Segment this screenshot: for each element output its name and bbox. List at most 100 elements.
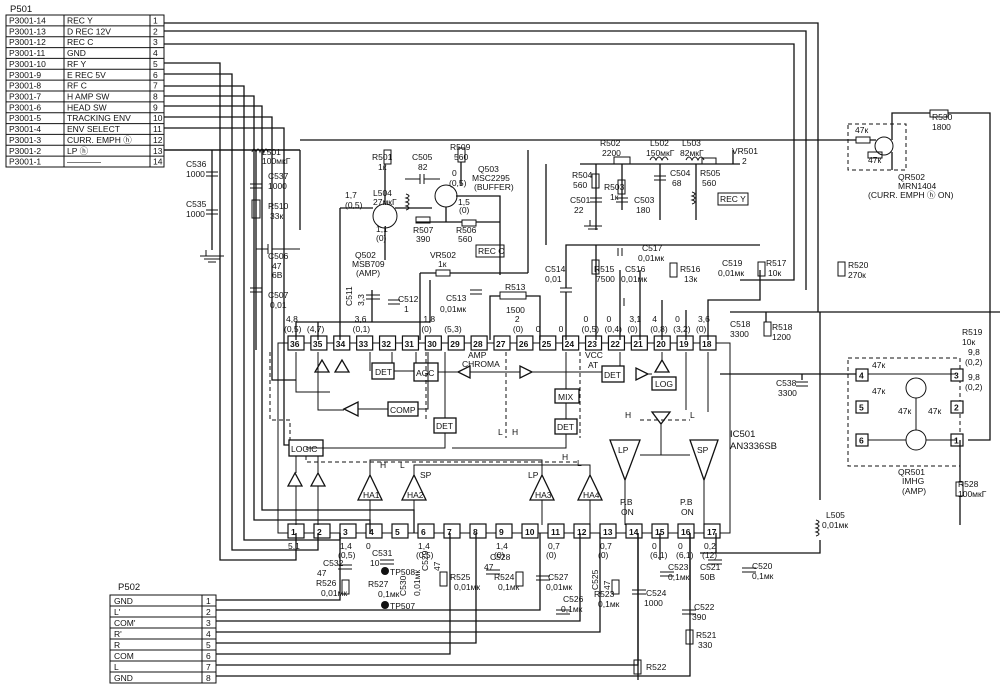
p501-left-label: P3001-10 (9, 59, 46, 69)
ic-top-pin (539, 335, 557, 351)
ha4-label: HA4 (583, 490, 600, 500)
l502-id: L502 (650, 138, 669, 148)
ic-top-pin (676, 335, 694, 351)
q502-vc2: (0,5) (345, 200, 363, 210)
c535-value: 1000 (186, 209, 205, 219)
vr501-id: VR501 (732, 146, 758, 156)
h-label-2: H (512, 427, 518, 437)
qr502-r2: 47к (868, 155, 881, 165)
c511-id: C511 (344, 286, 354, 306)
r524-id: R524 (494, 572, 515, 582)
r509-id: R509 (450, 142, 471, 152)
c519-value: 0,01мк (718, 268, 744, 278)
log-label: LOG (655, 379, 673, 389)
ic-bottom-pin (495, 523, 513, 539)
logic-label: LOGIC (291, 444, 317, 454)
det-label-3: DET (436, 421, 453, 431)
ic-top-pin-voltage-2: (0,5) (582, 324, 600, 334)
ic-bottom-pin (521, 523, 539, 539)
ic-top-pin-voltage-2: (3,2) (673, 324, 691, 334)
ic-bottom-pin (469, 523, 487, 539)
ic-bottom-pin-number: 12 (577, 527, 587, 537)
c507-id: C507 (268, 290, 289, 300)
ic-bottom-pin (391, 523, 409, 539)
p502-pin-number: 6 (206, 651, 211, 661)
q503-v4: (0) (459, 205, 470, 215)
det-label-4: DET (557, 422, 574, 432)
p501-title: P501 (10, 4, 32, 15)
ic-top-pin-number: 29 (450, 339, 460, 349)
l503-value: 82мкГ (680, 148, 704, 158)
rec-y-tag-label: REC Y (720, 194, 746, 204)
p501-signal-label: H AMP SW (67, 92, 109, 102)
ic-bottom-pin-number: 9 (499, 527, 504, 537)
q503-role: (BUFFER) (474, 182, 514, 192)
p501-signal-label: E REC 5V (67, 70, 106, 80)
ic-bottom-pin-voltage-2: (0) (546, 550, 557, 560)
ic-bottom-pin-voltage: 0,2 (704, 541, 716, 551)
h-label-3: H (562, 452, 568, 462)
ic-top-pin-number: 30 (427, 339, 437, 349)
c524-value: 1000 (644, 598, 663, 608)
ic-top-pin-number: 26 (519, 339, 529, 349)
c506-value: 47 (272, 261, 282, 271)
qr501-part: IMHG (902, 476, 924, 486)
ic-top-pin-voltage-2: (0,8) (650, 324, 668, 334)
p501-signal-label: ———— (67, 157, 102, 167)
q502-vc: 1,7 (345, 190, 357, 200)
ic-top-pin-voltage: 2 (515, 314, 520, 324)
c537-id: C537 (268, 171, 289, 181)
q503-v1: 0 (452, 168, 457, 178)
ic-bottom-pin (339, 523, 357, 539)
ic-top-pin-number: 31 (404, 339, 414, 349)
p501-pin-number: 3 (153, 37, 158, 47)
p501-pin-number: 9 (153, 102, 158, 112)
c513-value: 0,01мк (440, 304, 466, 314)
pb-on-1b: ON (621, 507, 634, 517)
q502-name: Q502 (355, 250, 376, 260)
c505-id: C505 (412, 152, 433, 162)
r519-id: R519 (962, 327, 983, 337)
ic-top-pin (356, 335, 374, 351)
c529-value: 47 (432, 561, 442, 571)
ic-top-pin-number: 36 (290, 339, 300, 349)
c531-value: 10 (370, 558, 380, 568)
c516-value: 0,01мк (621, 274, 647, 284)
sp-label-2: SP (697, 445, 709, 455)
c538-id: C538 (776, 378, 797, 388)
r526-value: 0,01мк (321, 588, 347, 598)
c501-value: 22 (574, 205, 584, 215)
p502-signal-label: GND (114, 596, 133, 606)
c521-id: C521 (700, 562, 721, 572)
at-label: AT (588, 360, 598, 370)
ic-bottom-pin-voltage: 1,4 (496, 541, 508, 551)
r518-value: 1200 (772, 332, 791, 342)
c507-value: 0,01 (270, 300, 287, 310)
lp-amp (609, 439, 641, 482)
ic-top-pin-number: 28 (473, 339, 483, 349)
p501-signal-label: TRACKING ENV (67, 113, 131, 123)
lp-label-1: LP (528, 470, 539, 480)
ic-top-pin-number: 23 (588, 339, 598, 349)
tp507-dot (381, 601, 389, 609)
ic-top-pin (378, 335, 397, 351)
p502-signal-label: R (114, 640, 120, 650)
p501-signal-label: D REC 12V (67, 26, 111, 36)
l503-id: L503 (682, 138, 701, 148)
ic-top-pin (516, 335, 534, 351)
c530-id: C530 (398, 575, 408, 596)
r506-id: R506 (456, 225, 477, 235)
r527-value: 0,1мк (378, 589, 400, 599)
vr502-id: VR502 (430, 250, 456, 260)
ic-top-pin (424, 335, 442, 351)
r501-value: 1к (378, 162, 387, 172)
ic-bottom-pin-number: 4 (369, 527, 374, 537)
ic-bottom-pin (547, 523, 565, 539)
ic-bottom-pin-number: 10 (525, 527, 535, 537)
amp-chroma-label-2: CHROMA (462, 359, 500, 369)
rec-c-tag-label: REC C (478, 246, 504, 256)
q503-name: Q503 (478, 164, 499, 174)
l505-id: L505 (826, 510, 845, 520)
